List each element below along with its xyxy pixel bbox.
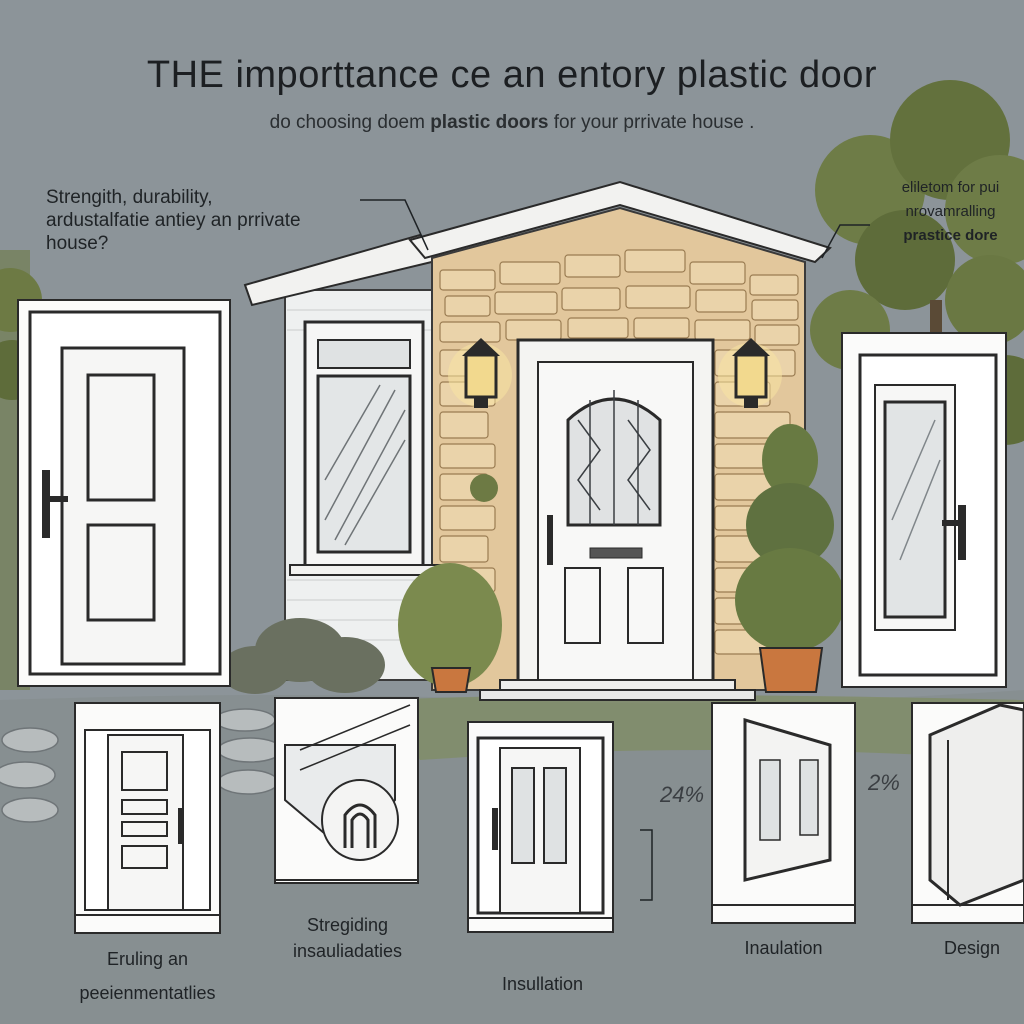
panel-caption-1: Eruling an peeienmentatlies [60,942,235,1010]
door-panel-right [841,332,1007,688]
house [220,180,845,701]
panel-caption-3: Insullation [501,974,584,994]
callout-left-line-1: Strengith, durability, [46,187,213,208]
panel-caption-1-line-1: Eruling an [106,949,189,969]
measurement-right: 2% [868,770,900,795]
callout-right-line-1: eliletom for pui [901,179,1000,196]
callout-right-line-2: nrovamralling [905,203,996,220]
shrub-left [398,563,502,693]
wall-lamp-right [718,338,782,408]
subtitle-post: for your prrivate house . [548,112,755,133]
panel-frame-4 [711,702,856,924]
panel-caption-4: Inaulation [744,938,823,958]
front-door [479,338,756,701]
callout-right-line-3: prastice dore [903,227,998,244]
tree-right [810,80,1024,680]
panel-caption-2-line-2: insauliadaties [292,941,403,961]
panel-caption-5: Design [943,938,1001,958]
panel-frame-5 [911,702,1024,924]
panel-frame-2 [274,697,419,884]
page-title: THE importtance ce an entory plastic doo… [146,54,878,96]
house-window [289,320,441,576]
door-panel-left [17,299,231,687]
topiary-right [735,424,845,693]
subtitle-pre: do choosing doem [269,112,431,133]
panel-frame-1 [74,702,221,934]
panel-caption-2-line-1: Stregiding [306,915,389,935]
callout-left-line-3: house? [46,233,109,254]
page-subtitle: do choosing doem plastic doors for your … [0,112,1024,134]
panel-caption-1-line-2: peeienmentatlies [79,983,216,1003]
callout-right: eliletom for pui nrovamralling prastice … [868,176,1024,248]
subtitle-bold: plastic doors [430,112,549,133]
panel-caption-2: Stregiding insauliadaties [265,912,430,964]
panel-frame-3 [467,721,614,933]
callout-left-line-2: ardustalfatie antiey an prrivate [46,210,301,231]
callout-left: Strengith, durability, ardustalfatie ant… [46,186,376,255]
wall-lamp-left [448,338,512,408]
bushes-front [220,618,385,694]
measurement-left: 24% [660,782,705,807]
